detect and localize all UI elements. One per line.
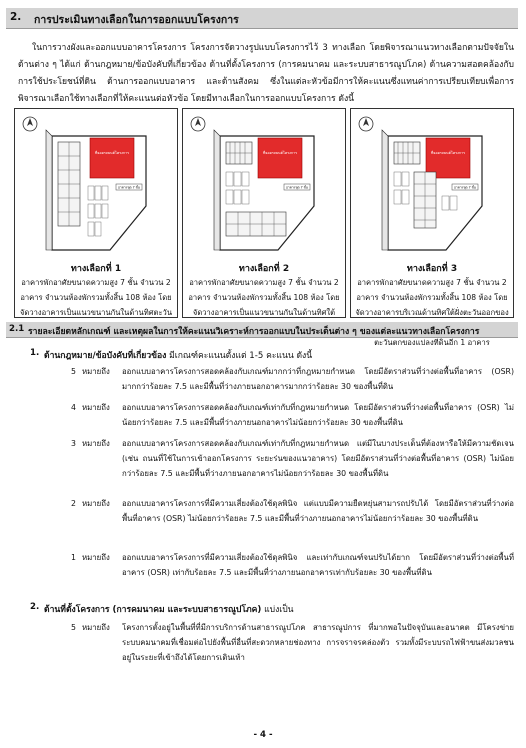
option-card-3: ที่จอดรถยนต์โครงการ อาคารชุด 7 ชั้น ทางเ… <box>350 108 514 347</box>
north-arrow-icon <box>195 118 201 126</box>
score-value: 5 <box>71 623 76 632</box>
score-value: 3 <box>71 439 76 448</box>
site-plan-1: ที่จอดรถยนต์โครงการ อาคารชุด 7 ชั้น <box>22 116 147 251</box>
subsection-title: รายละเอียดหลักเกณฑ์ และเหตุผลในการให้คะแ… <box>28 327 480 337</box>
option-card-1: ที่จอดรถยนต์โครงการ อาคารชุด 7 ชั้น ทางเ… <box>14 108 178 332</box>
score-description: ออกแบบอาคารโครงการที่มีความเสี่ยงต้องใช้… <box>122 553 514 577</box>
section-intro: ในการวางผังและออกแบบอาคารโครงการ โครงการ… <box>18 43 514 104</box>
section-title: การประเมินทางเลือกในการออกแบบโครงการ <box>34 14 239 26</box>
site-plan-3: ที่จอดรถยนต์โครงการ อาคารชุด 7 ชั้น <box>358 116 483 251</box>
score-label: หมายถึง <box>82 623 110 632</box>
subsection-number: 2.1 <box>9 324 25 334</box>
score-value: 5 <box>71 367 76 376</box>
option-title: ทางเลือกที่ 1 <box>70 264 122 274</box>
subsection-header: 2.1 รายละเอียดหลักเกณฑ์ และเหตุผลในการให… <box>6 322 518 338</box>
building-block-red <box>257 137 303 179</box>
option-card-2: ที่จอดรถยนต์โครงการ อาคารชุด 7 ชั้น ทางเ… <box>182 108 346 332</box>
north-arrow-icon <box>363 118 369 126</box>
section-header: 2. การประเมินทางเลือกในการออกแบบโครงการ <box>6 8 518 29</box>
score-label: หมายถึง <box>82 403 110 412</box>
score-label: หมายถึง <box>82 367 110 376</box>
criterion-suffix: มีเกณฑ์คะแนนตั้งแต่ 1-5 คะแนน ดังนี้ <box>166 351 313 361</box>
building-block-red <box>89 137 135 179</box>
score-label: หมายถึง <box>82 553 110 562</box>
plan-label: ที่จอดรถยนต์โครงการ <box>95 150 129 155</box>
score-value: 4 <box>71 403 76 412</box>
criterion-title: ด้านที่ตั้งโครงการ (การคมนาคม และระบบสาธ… <box>44 605 262 615</box>
criterion-number: 1. <box>30 348 40 358</box>
plan-tower-label: อาคารชุด 7 ชั้น <box>454 185 477 191</box>
north-arrow-icon <box>27 118 33 126</box>
score-label: หมายถึง <box>82 499 110 508</box>
score-description: ออกแบบอาคารโครงการที่มีความเสี่ยงต้องใช้… <box>122 499 514 523</box>
score-description: ออกแบบอาคารโครงการสอดคล้องกับเกณฑ์มากกว่… <box>122 367 514 391</box>
criterion-suffix: แบ่งเป็น <box>261 605 294 615</box>
score-value: 2 <box>71 499 76 508</box>
plan-tower-label: อาคารชุด 7 ชั้น <box>118 185 141 191</box>
section-number: 2. <box>10 11 22 23</box>
plan-label: ที่จอดรถยนต์โครงการ <box>263 150 297 155</box>
score-description: ออกแบบอาคารโครงการสอดคล้องกับเกณฑ์เท่ากั… <box>122 439 514 478</box>
building-block-red <box>425 137 471 179</box>
score-description: ออกแบบอาคารโครงการสอดคล้องกับเกณฑ์เท่ากั… <box>122 403 514 427</box>
site-plan-2: ที่จอดรถยนต์โครงการ อาคารชุด 7 ชั้น <box>190 116 315 251</box>
score-label: หมายถึง <box>82 439 110 448</box>
criterion-title: ด้านกฎหมาย/ข้อบังคับที่เกี่ยวข้อง <box>44 351 167 361</box>
criterion-number: 2. <box>30 602 40 612</box>
score-value: 1 <box>71 553 76 562</box>
option-title: ทางเลือกที่ 2 <box>238 264 290 274</box>
page-number: - 4 - <box>253 730 273 740</box>
plan-tower-label: อาคารชุด 7 ชั้น <box>286 185 309 191</box>
option-title: ทางเลือกที่ 3 <box>406 264 458 274</box>
plan-label: ที่จอดรถยนต์โครงการ <box>431 150 465 155</box>
option-description: อาคารพักอาศัยขนาดความสูง 7 ชั้น จำนวน 2 … <box>355 278 509 347</box>
score-description: โครงการตั้งอยู่ในพื้นที่ที่มีการบริการด้… <box>122 623 514 662</box>
